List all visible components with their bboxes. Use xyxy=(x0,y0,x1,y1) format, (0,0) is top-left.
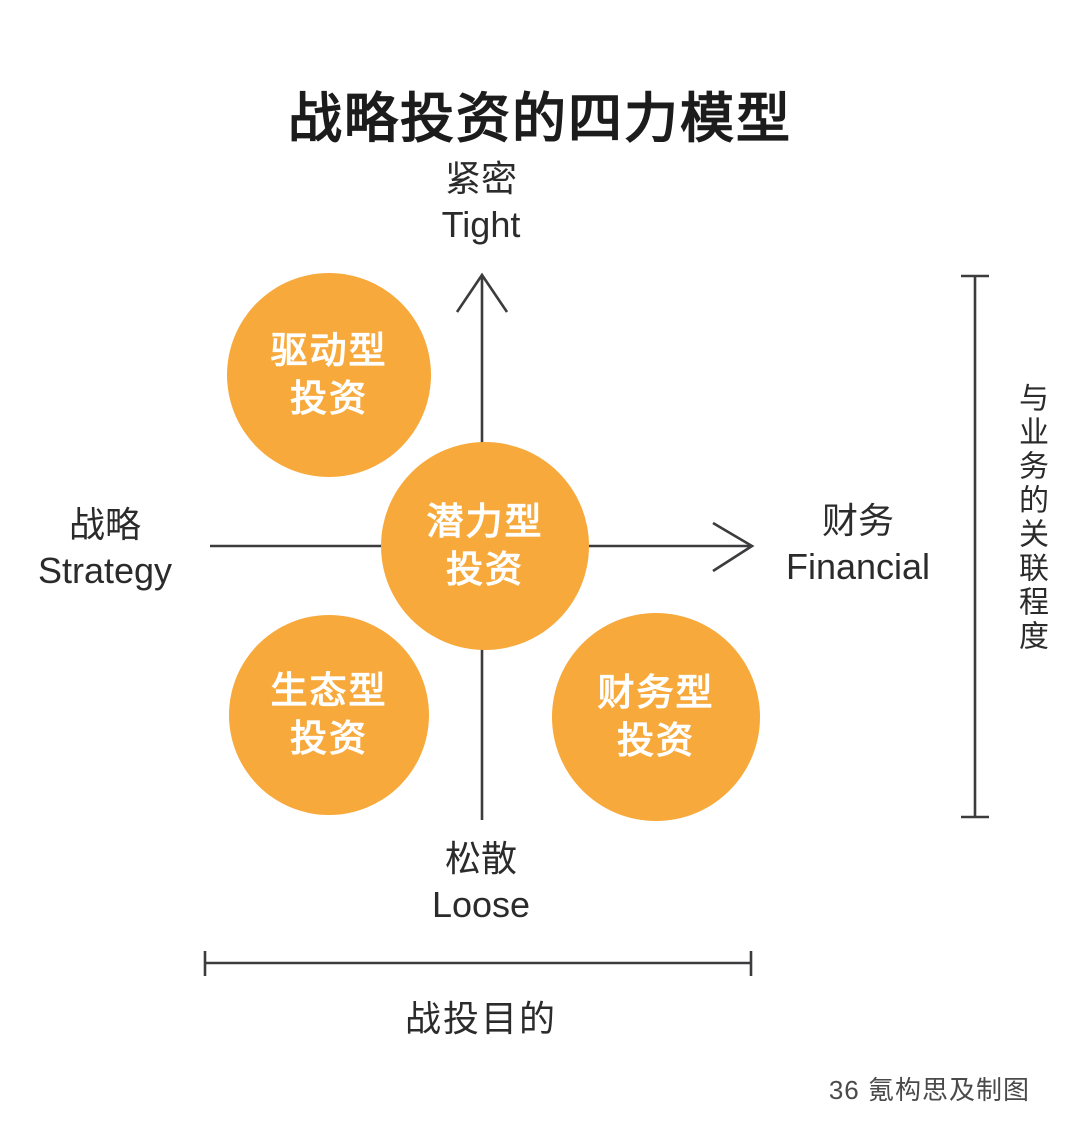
x-axis-arrowhead-icon xyxy=(712,521,755,573)
x-axis-left-label: 战略 Strategy xyxy=(38,502,172,594)
bottom-bracket-label: 战投目的 xyxy=(404,998,558,1039)
circle-financial-label-line1: 财务型 xyxy=(597,671,715,713)
circle-drive-label-line1: 驱动型 xyxy=(270,329,388,371)
circle-ecosystem-label-line2: 投资 xyxy=(290,718,368,759)
circle-potential-investment: 潜力型 投资 xyxy=(381,442,589,650)
circle-potential-label-line2: 投资 xyxy=(446,549,524,590)
page-title: 战略投资的四力模型 xyxy=(288,89,792,150)
circle-ecosystem-investment: 生态型 投资 xyxy=(229,615,429,815)
y-axis-bottom-label-en: Loose xyxy=(431,884,531,926)
y-axis-bottom-label: 松散 Loose xyxy=(432,836,530,928)
x-axis-right-label: 财务 Financial xyxy=(786,498,930,590)
right-bracket-label: 与业务的关联程度 xyxy=(1014,382,1047,654)
y-axis-top-label-en: Tight xyxy=(441,204,521,246)
x-axis-left-label-en: Strategy xyxy=(37,550,173,592)
y-axis-top-label-zh: 紧密 xyxy=(444,158,518,199)
y-axis-arrowhead-icon xyxy=(455,272,509,313)
credit-note: 36 氪构思及制图 xyxy=(828,1075,1030,1105)
circle-potential-label-line1: 潜力型 xyxy=(426,500,544,542)
circle-drive-investment: 驱动型 投资 xyxy=(227,273,431,477)
x-axis-right-label-en: Financial xyxy=(785,546,931,588)
circle-financial-label-line2: 投资 xyxy=(617,720,695,761)
x-axis-left-label-zh: 战略 xyxy=(68,504,142,545)
circle-ecosystem-label-line1: 生态型 xyxy=(270,669,388,711)
y-axis-top-label: 紧密 Tight xyxy=(442,156,521,248)
circle-financial-investment: 财务型 投资 xyxy=(552,613,760,821)
y-axis-bottom-label-zh: 松散 xyxy=(444,838,517,879)
circle-drive-label-line2: 投资 xyxy=(290,378,368,419)
x-axis-right-label-zh: 财务 xyxy=(821,500,895,541)
